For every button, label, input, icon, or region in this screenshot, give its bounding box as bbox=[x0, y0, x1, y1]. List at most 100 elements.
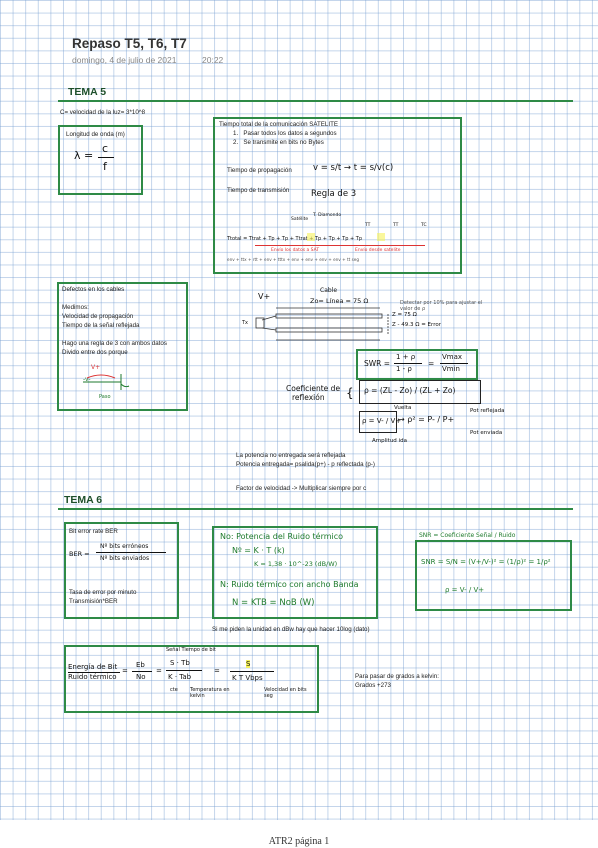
light-speed-note: C= velocidad de la luz= 3*10^8 bbox=[60, 109, 146, 116]
reflection-label-1: Coeficiente de bbox=[286, 384, 341, 393]
snr-title: SNR = Coeficiente Señal / Ruido bbox=[419, 532, 516, 539]
defects-line-5: Hago una regla de 3 con ambos datos bbox=[62, 340, 167, 347]
cable-zo: Zo= Línea = 75 Ω bbox=[310, 297, 369, 305]
ber-lhs: BER = bbox=[69, 550, 90, 558]
noise-line-2: Nº = K · T (k) bbox=[232, 546, 285, 555]
wavelength-denominator: f bbox=[103, 160, 107, 173]
noise-line-1: No: Potencia del Ruido térmico bbox=[220, 532, 344, 541]
cable-tx: Tx bbox=[242, 320, 249, 326]
diag-label-satelite: Satélite bbox=[291, 217, 309, 222]
rho-v: ρ = V- / V+ bbox=[362, 417, 402, 425]
swr-lhs: SWR = bbox=[364, 359, 391, 368]
noise-line-5: N = KTB = NoB (W) bbox=[232, 598, 315, 608]
cable-z1: Z = 75 Ω bbox=[392, 312, 417, 318]
satellite-box: Tiempo total de la comunicación SATELITE… bbox=[213, 117, 462, 274]
energy-eb: Eb bbox=[136, 661, 145, 669]
energy-s: S bbox=[246, 660, 251, 668]
energy-stb: S · Tb bbox=[170, 659, 190, 667]
ber-frac-line bbox=[96, 552, 166, 553]
energy-kt: K T Vbps bbox=[232, 674, 263, 682]
swr-rden: Vmin bbox=[442, 365, 460, 373]
rho-v-box: ρ = V- / V+ bbox=[359, 411, 401, 433]
defects-box: Defectos en los cables Medimos: Velocida… bbox=[57, 282, 188, 411]
cable-drawing bbox=[255, 307, 389, 341]
eb-frac bbox=[132, 671, 152, 672]
wavelength-box: Longitud de onda (m) λ = c f bbox=[58, 125, 143, 195]
diag-label-diamondo: T. Diamondo bbox=[313, 213, 342, 218]
s-frac bbox=[230, 671, 274, 672]
snr-rho: ρ = V- / V+ bbox=[445, 586, 485, 594]
amplitud-ida: Amplitud ida bbox=[372, 438, 407, 444]
propagation-formula: v = s/t → t = s/v(c) bbox=[313, 163, 394, 173]
sketch-vminus: -v- bbox=[83, 376, 91, 383]
wavelength-numerator: c bbox=[102, 142, 109, 155]
wavelength-label: Longitud de onda (m) bbox=[66, 131, 125, 138]
page-date: domingo, 4 de julio de 2021 bbox=[72, 55, 177, 65]
propagation-label: Tiempo de propagación bbox=[227, 167, 292, 174]
ber-rate-1: Tasa de error por minuto bbox=[69, 589, 137, 596]
ber-den: Nº bits enviados bbox=[100, 555, 150, 562]
noise-line-3: K = 1,38 · 10^-23 (dB/W) bbox=[254, 560, 338, 568]
tema6-heading: TEMA 6 bbox=[64, 494, 103, 506]
swr-den: 1 - ρ bbox=[396, 365, 412, 373]
power-note-1: La potencia no entregada será reflejada bbox=[236, 452, 346, 459]
ber-rate-2: Transmisión*BER bbox=[69, 598, 118, 605]
diag-label-tt2: TT bbox=[393, 223, 399, 228]
wavelength-lambda: λ = bbox=[74, 149, 94, 162]
diag-label-tc: TC bbox=[421, 223, 427, 228]
defects-line-1: Medimos: bbox=[62, 304, 89, 311]
swr-box: SWR = 1 + ρ 1 - ρ = Vmax Vmin bbox=[356, 349, 478, 380]
pot-enviada: Pot enviada bbox=[470, 430, 503, 436]
energy-eq-1: = bbox=[122, 667, 128, 675]
diag-sub2: Envío desde satelite bbox=[355, 248, 401, 253]
transmission-label: Tiempo de transmisión bbox=[227, 187, 290, 194]
energy-eq-2: = bbox=[156, 667, 162, 675]
swr-num: 1 + ρ bbox=[396, 353, 416, 361]
diag-total: Ttotal = Ttrat + Tp + Tp + Ttrat + Tp + … bbox=[227, 236, 362, 242]
highlight-2 bbox=[377, 233, 385, 241]
kelvin-note-2: Grados +273 bbox=[355, 682, 391, 689]
pot-reflejada: Pot reflejada bbox=[470, 408, 505, 414]
satellite-item-1: 1. Pasar todos los datos a segundos bbox=[233, 130, 337, 137]
cable-note: Detectar por 10% para ajustar el valor d… bbox=[400, 300, 483, 312]
diag-red-line bbox=[255, 245, 425, 246]
snr-formula: SNR = S/N = (V+/V-)² = (1/ρ)² = 1/ρ² bbox=[421, 558, 551, 566]
reflection-brace: { bbox=[346, 386, 354, 400]
ber-box: Bit error rate BER BER = Nº bits erróneo… bbox=[64, 522, 179, 619]
diag-label-tt1: TT bbox=[365, 223, 371, 228]
noise-line-4: N: Ruido térmico con ancho Banda bbox=[220, 580, 359, 589]
defects-line-2: Velocidad de propagación bbox=[62, 313, 134, 320]
defects-title: Defectos en los cables bbox=[62, 286, 125, 293]
tema5-divider bbox=[58, 100, 573, 102]
defects-line-3: Tiempo de la señal reflejada bbox=[62, 322, 140, 329]
db-note: Si me piden la unidad en dBw hay que hac… bbox=[212, 626, 370, 633]
defects-line-6: Divido entre dos porque bbox=[62, 349, 128, 356]
velocity-note: Factor de velocidad -> Multiplicar siemp… bbox=[236, 485, 367, 492]
cable-vplus: V+ bbox=[258, 292, 271, 301]
swr-frac-line-2 bbox=[440, 363, 468, 364]
energy-label-2: Ruido térmico bbox=[68, 673, 117, 681]
energy-ktab: K · Tab bbox=[168, 673, 192, 681]
page-time: 20:22 bbox=[202, 55, 224, 65]
defect-sketch bbox=[83, 374, 130, 390]
energy-top-label: Señal Tiempo de bit bbox=[166, 647, 216, 653]
ber-title: Bit error rate BER bbox=[69, 528, 118, 535]
pot-relation: → ρ² = P- / P+ bbox=[398, 415, 455, 424]
energy-temp: Temperatura en kelvin bbox=[190, 687, 230, 699]
energy-vel: Velocidad en bits seg bbox=[264, 687, 307, 699]
diag-footer: env + ttx + rtt + env + tttx + env + env… bbox=[227, 257, 359, 262]
tema6-divider bbox=[58, 508, 573, 510]
swr-rnum: Vmax bbox=[442, 353, 463, 361]
page-footer: ATR2 página 1 bbox=[268, 836, 330, 847]
transmission-value: Regla de 3 bbox=[311, 189, 357, 199]
tema5-heading: TEMA 5 bbox=[68, 86, 107, 98]
energy-eq-3: = bbox=[214, 667, 220, 675]
rho-formula: ρ = (ZL - Zo) / (ZL + Zo) bbox=[364, 386, 456, 395]
energy-no: No bbox=[136, 673, 146, 681]
noise-box: No: Potencia del Ruido térmico Nº = K · … bbox=[212, 526, 378, 619]
sketch-paso: Paso bbox=[99, 394, 111, 400]
swr-frac-line bbox=[394, 363, 422, 364]
cable-z2: Z - 49.3 Ω = Error bbox=[392, 322, 441, 328]
reflection-label-2: reflexión bbox=[292, 393, 325, 402]
diag-sub1: Envío los datos a SAT bbox=[271, 248, 320, 253]
